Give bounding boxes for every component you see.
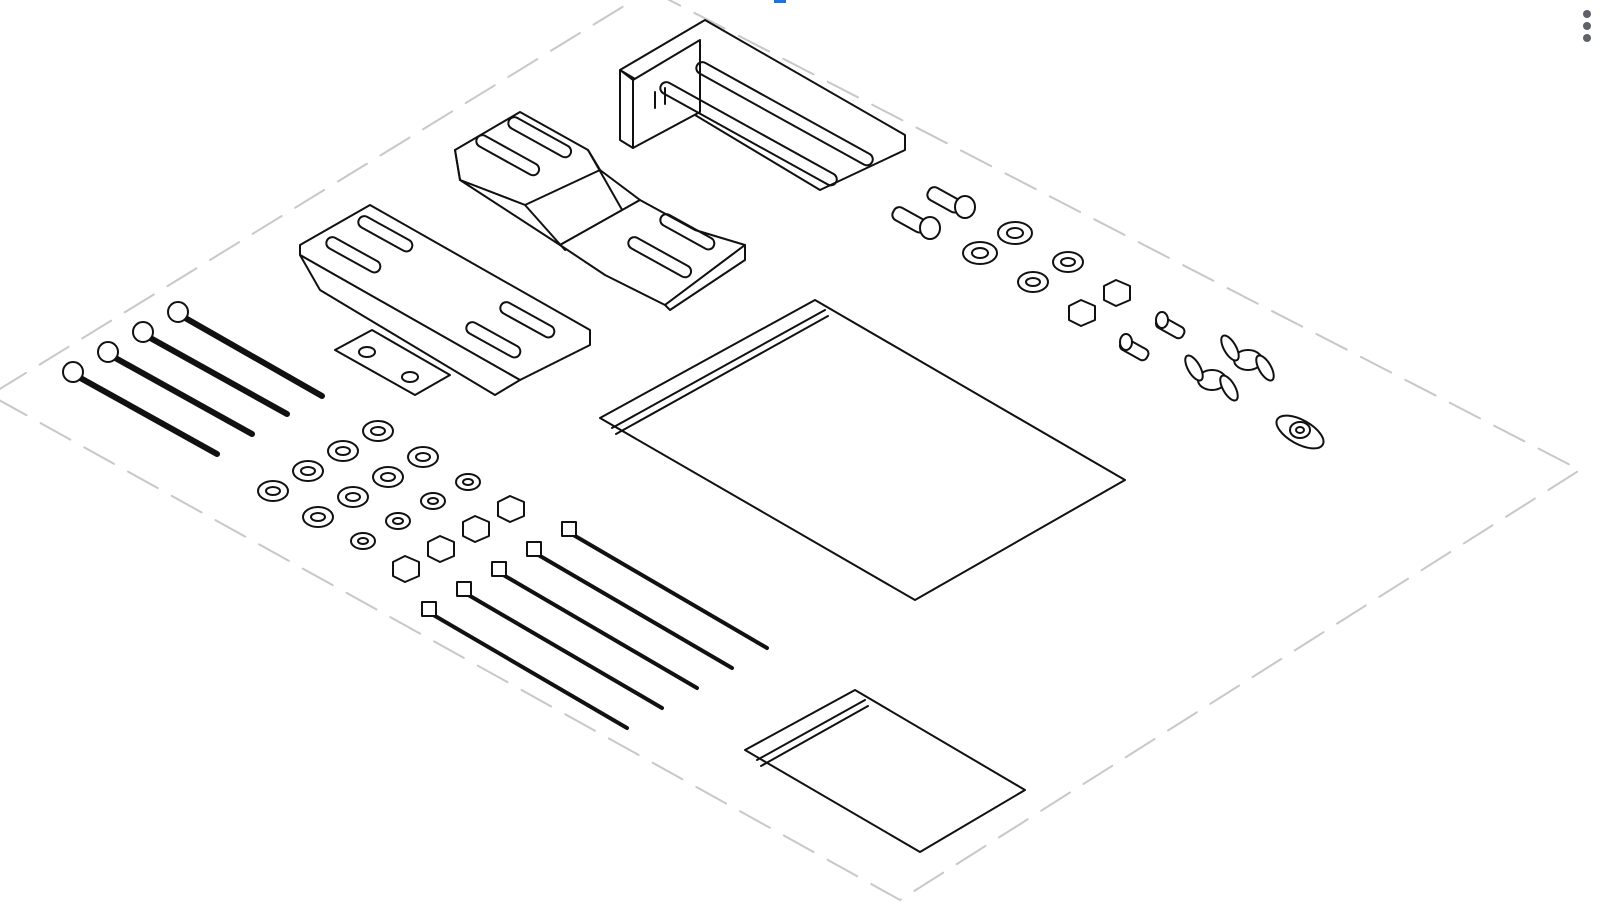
hex-nuts <box>392 279 1131 583</box>
wing-nuts <box>1184 334 1275 402</box>
large-bag <box>599 299 1126 601</box>
long-bolt-head <box>62 361 84 383</box>
long-bolts <box>72 312 325 457</box>
kit-boundary <box>0 0 1581 901</box>
mounting-bracket <box>299 204 591 396</box>
long-bolt-head <box>97 341 119 363</box>
more-vert-icon-dot <box>1583 34 1591 42</box>
long-bolt-head <box>132 321 154 343</box>
washers <box>257 221 1084 550</box>
more-options-button[interactable] <box>1576 6 1600 46</box>
top-accent-bar <box>774 0 786 3</box>
long-bracket <box>619 19 906 191</box>
small-bag <box>744 689 1026 853</box>
stepped-bracket <box>454 111 746 311</box>
short-bolts <box>891 186 976 240</box>
long-bolt-head <box>167 301 189 323</box>
carriage-bolts <box>1118 311 1186 362</box>
more-vert-icon-dot <box>1583 22 1591 30</box>
flange-nut <box>1275 414 1325 450</box>
more-vert-icon <box>1583 10 1591 18</box>
cable-ties <box>421 521 769 730</box>
